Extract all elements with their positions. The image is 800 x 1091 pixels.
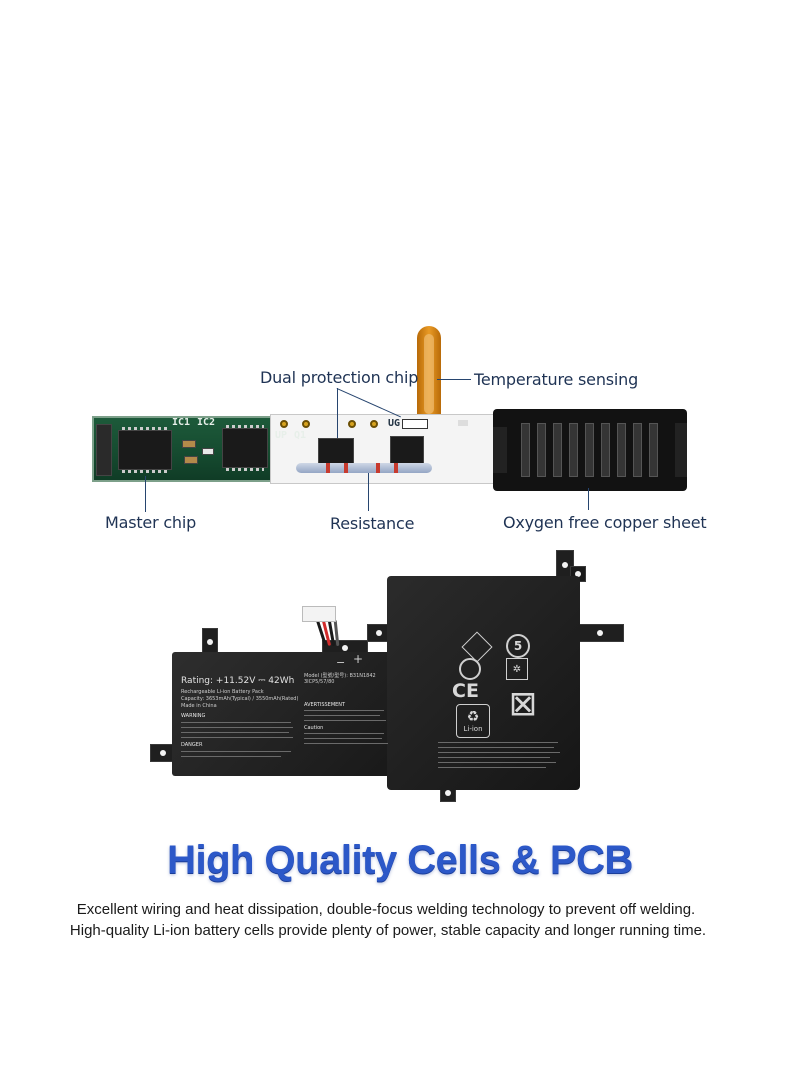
callout-line [588,488,589,510]
circle-mark-icon [459,658,481,680]
smd-part [184,456,198,464]
battery-capacity: Capacity: 3653mAh(Typical) / 3550mAh(Rat… [181,696,299,702]
callout-line [368,473,369,511]
mounting-tab [576,624,624,642]
solder-pad [370,420,378,428]
silk-ug: UG [388,418,401,429]
environment-mark-icon: ✲ [506,658,528,680]
test-header [402,419,428,429]
label-dual-protection-chip: Dual protection chip [260,368,419,387]
smd-part [202,448,214,455]
battery-made-in: Made in China [181,703,217,709]
recycle-bin-crossed-icon: ⊠ [508,684,538,724]
battery-avertissement: AVERTISSEMENT [304,702,346,708]
callout-line [145,476,146,512]
terminal-minus: − [336,656,346,669]
temperature-sensor-flex [417,326,441,420]
label-resistance: Resistance [330,514,415,533]
copper-connector [493,409,687,491]
headline: High Quality Cells & PCB [167,838,633,882]
terminal-plus: + [353,652,364,666]
label-oxygen-free-copper-sheet: Oxygen free copper sheet [503,513,707,532]
battery-left-section [172,652,392,776]
description-line-1: Excellent wiring and heat dissipation, d… [76,901,696,918]
mounting-tab [556,550,574,580]
sense-resistor [296,463,432,473]
solder-pad [280,420,288,428]
silk-q1: Q1 [294,430,307,441]
rohs-badge-icon: 5 [506,634,530,658]
battery-cells: 3ICP5/57/80 [304,679,335,685]
label-master-chip: Master chip [105,513,197,532]
ce-mark: CE [452,680,479,702]
battery-model: Model (型號/型号): B31N1842 [304,673,376,679]
solder-pad [302,420,310,428]
smd-part [182,440,196,448]
li-ion-recycle-icon: ♻ Li-ion [456,704,490,738]
battery-caution-title: Caution [304,725,324,731]
battery-pack-type: Rechargeable Li-ion Battery Pack [181,689,264,695]
solder-pad [348,420,356,428]
label-temperature-sensing: Temperature sensing [474,370,639,389]
description-line-2: High-quality Li-ion battery cells provid… [69,922,707,939]
silk-up: UP [275,430,288,441]
callout-line [337,388,338,438]
li-ion-label: Li-ion [463,725,483,733]
smd-part [458,420,468,426]
callout-line [437,379,471,380]
silk-ic1: IC1 [172,417,191,428]
battery-rating: Rating: +11.52V ⎓ 42Wh [181,676,295,686]
callout-line [336,388,401,418]
battery-connector-plug [302,606,336,622]
second-ic [222,425,268,471]
pcb-edge-component [96,424,112,476]
protection-chip-2 [390,436,424,466]
master-chip-ic [118,427,172,473]
battery-main-section [387,576,580,790]
silk-ic2: IC2 [197,417,216,428]
battery-warning-title: WARNING [181,713,206,719]
battery-danger: DANGER [181,742,203,748]
